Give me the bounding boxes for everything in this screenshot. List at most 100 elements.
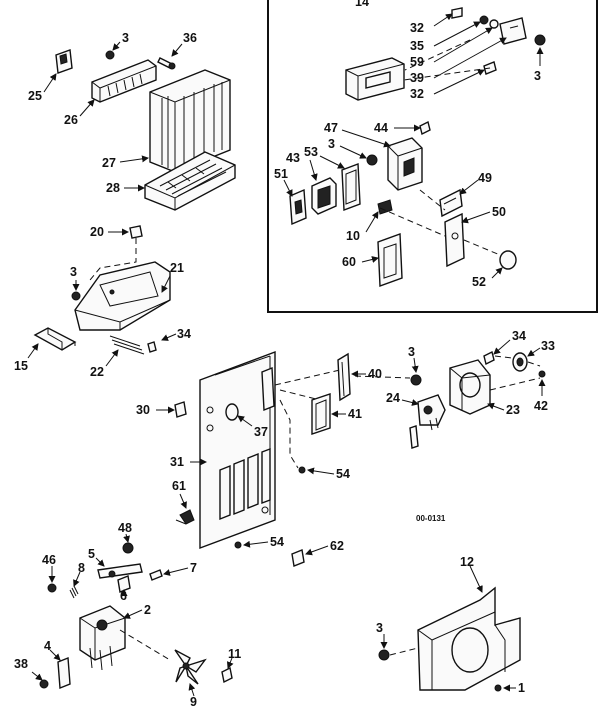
part-9-fan-blade (174, 649, 207, 685)
label-38: 38 (14, 657, 28, 671)
part-48-cap (122, 542, 134, 554)
label-23: 23 (506, 403, 520, 417)
label-61: 61 (172, 479, 186, 493)
part-6-link (117, 575, 131, 593)
label-62: 62 (330, 539, 344, 553)
part-28-drip-tray (144, 151, 236, 211)
label-12: 12 (460, 555, 474, 569)
label-36: 36 (183, 31, 197, 45)
leader-panel-41 (279, 389, 321, 401)
part-40-channel (337, 352, 351, 402)
part-44-screw (419, 120, 431, 136)
drawing-code: 00-0131 (416, 514, 446, 523)
part-24-motor (417, 394, 446, 431)
label-28: 28 (106, 181, 120, 195)
label-22: 22 (90, 365, 104, 379)
part-15-lever (33, 327, 77, 351)
part-20-cap (129, 225, 143, 239)
label-32-lower: 32 (410, 87, 424, 101)
part-3-nut-inset-b (366, 154, 378, 166)
part-52-knob (499, 250, 517, 270)
label-21: 21 (170, 261, 184, 275)
label-51: 51 (274, 167, 288, 181)
part-11-screw (221, 666, 233, 684)
part-4-bracket (57, 656, 71, 690)
part-10-spring (377, 199, 393, 215)
label-33: 33 (541, 339, 555, 353)
label-52: 52 (472, 275, 486, 289)
callouts: 3 36 25 26 27 28 20 21 3 34 15 22 30 37 … (14, 13, 555, 709)
part-23-motor-bracket (449, 359, 491, 415)
leader-motor-parts (489, 355, 541, 391)
leader-40-motor (354, 375, 411, 379)
label-11: 11 (228, 647, 241, 661)
part-39-actuator (345, 57, 405, 101)
part-8-spring (69, 585, 79, 599)
label-54-lower: 54 (270, 535, 284, 549)
part-3-nut-right (410, 374, 422, 386)
label-3-inset-a: 3 (534, 69, 541, 83)
label-34-right: 34 (512, 329, 526, 343)
part-24-shaft (409, 425, 419, 449)
part-1-screw (494, 684, 502, 692)
part-35-59-switch-cluster (479, 15, 527, 45)
label-31: 31 (170, 455, 184, 469)
part-12-fan-housing (417, 586, 521, 691)
leader-3-housing (389, 647, 419, 656)
label-3-right: 3 (408, 345, 415, 359)
label-7: 7 (190, 561, 197, 575)
part-37-grommet (225, 403, 239, 421)
part-25-bracket (55, 49, 73, 74)
part-54-screw-upper (298, 466, 306, 474)
label-50: 50 (492, 205, 506, 219)
part-47-solenoid (387, 137, 423, 191)
part-26-door-trim (91, 59, 157, 103)
label-5: 5 (88, 547, 95, 561)
label-37: 37 (254, 425, 268, 439)
part-30-clip (174, 401, 187, 418)
part-2-switch-assembly (79, 605, 126, 671)
part-62-block (291, 549, 305, 567)
label-3-bottom: 3 (376, 621, 383, 635)
part-36-screw (157, 57, 176, 70)
label-6: 6 (120, 589, 127, 603)
label-20: 20 (90, 225, 104, 239)
label-39: 39 (410, 71, 424, 85)
leader-panel-40 (274, 369, 341, 386)
label-10: 10 (346, 229, 360, 243)
label-59: 59 (410, 55, 424, 69)
part-51-seal (289, 188, 307, 226)
part-53-gasket (341, 163, 361, 211)
part-34-screw-right (483, 350, 495, 366)
leader-20 (89, 238, 137, 281)
part-61-clip (175, 509, 195, 525)
label-48: 48 (118, 521, 132, 535)
label-47: 47 (324, 121, 338, 135)
part-38-screw (39, 679, 49, 689)
label-15: 15 (14, 359, 28, 373)
part-7-screw (149, 569, 163, 581)
label-4: 4 (44, 639, 51, 653)
label-40: 40 (368, 367, 382, 381)
part-50-lever (444, 212, 465, 268)
label-54-upper: 54 (336, 467, 350, 481)
part-31-main-panel (199, 350, 276, 550)
part-3-nut-left (71, 291, 81, 301)
label-49: 49 (478, 171, 492, 185)
part-27-chute-panel (149, 69, 231, 173)
label-34-left: 34 (177, 327, 191, 341)
part-33-washer (512, 352, 528, 372)
leader-switch-fan (119, 629, 171, 661)
part-34-screw-left (147, 341, 157, 353)
leader-panel-54 (279, 399, 299, 469)
part-43-plunger (311, 177, 337, 215)
label-3-left: 3 (70, 265, 77, 279)
part-46-screw (47, 583, 57, 593)
part-21-housing (74, 261, 171, 331)
label-41: 41 (348, 407, 362, 421)
part-41-bracket (311, 393, 331, 435)
label-27: 27 (102, 156, 116, 170)
header-fragment: 14 (355, 0, 369, 9)
label-25: 25 (28, 89, 42, 103)
